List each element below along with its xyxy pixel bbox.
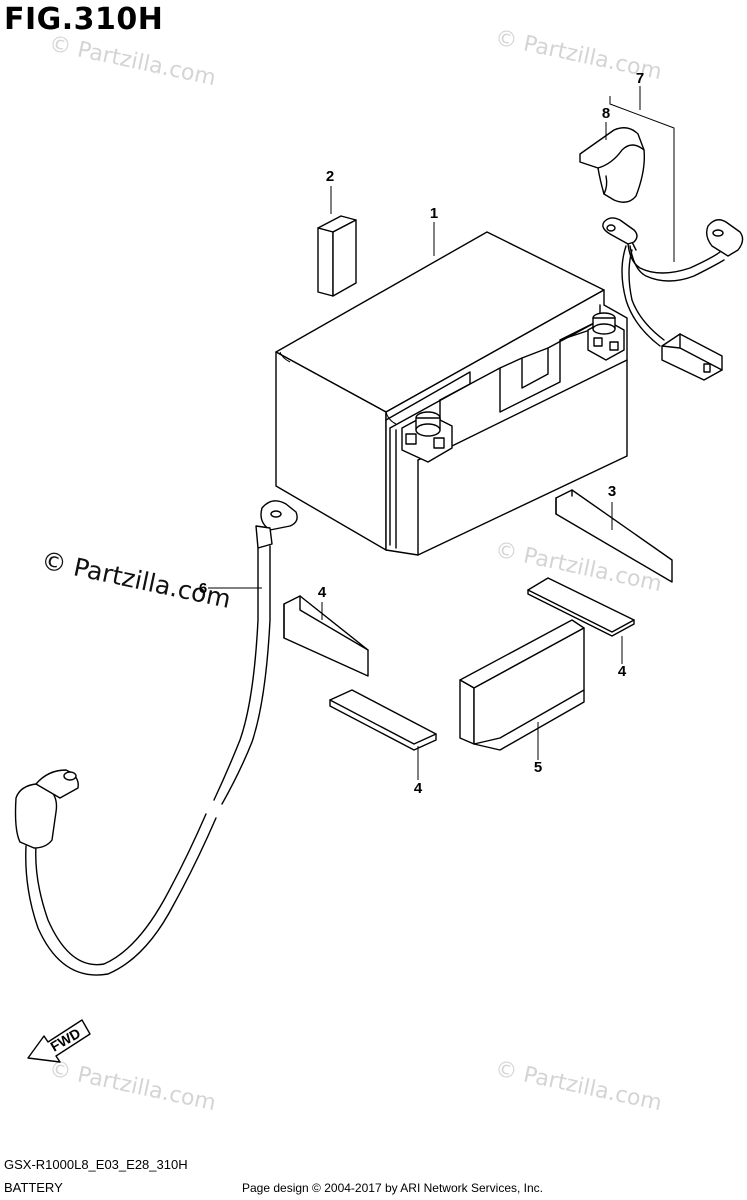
part-6-negative-lead[interactable]	[14, 500, 298, 976]
callout-2: 2	[326, 168, 334, 185]
part-7-lead-wire[interactable]	[602, 217, 744, 381]
model-code: GSX-R1000L8_E03_E28_310H	[4, 1157, 188, 1172]
callout-7-bracket	[609, 96, 675, 262]
watermark: © Partzilla.com	[47, 31, 218, 91]
callout-7: 7	[636, 70, 644, 87]
page-credit: Page design © 2004-2017 by ARI Network S…	[242, 1181, 544, 1195]
part-3-pad[interactable]	[555, 489, 673, 583]
callout-1: 1	[430, 205, 438, 222]
callouts: 2 1 7 8 3 4 4 4 5 6	[199, 70, 644, 797]
watermarks: © Partzilla.com © Partzilla.com © Partzi…	[39, 25, 664, 1116]
callout-6: 6	[199, 580, 207, 597]
leader-lines	[208, 122, 623, 780]
callout-3: 3	[608, 483, 616, 500]
part-4-pad-lower[interactable]	[329, 689, 437, 751]
figure-title: FIG.310H	[4, 2, 164, 37]
part-2-pad[interactable]	[317, 215, 357, 297]
part-4-pad-upper-right[interactable]	[527, 577, 635, 637]
part-1-battery[interactable]	[275, 231, 628, 556]
callout-4: 4	[414, 780, 423, 797]
callout-4: 4	[618, 663, 627, 680]
callout-4: 4	[318, 584, 327, 601]
part-4-pad-left[interactable]	[283, 595, 369, 677]
watermark: © Partzilla.com	[493, 1056, 664, 1116]
section-name: BATTERY	[4, 1180, 63, 1195]
part-5-block[interactable]	[459, 619, 585, 751]
fwd-direction-arrow: FWD	[27, 1019, 91, 1063]
callout-5: 5	[534, 759, 542, 776]
watermark: © Partzilla.com	[47, 1056, 218, 1116]
callout-8: 8	[602, 105, 610, 122]
part-8-terminal-cap[interactable]	[579, 127, 646, 203]
